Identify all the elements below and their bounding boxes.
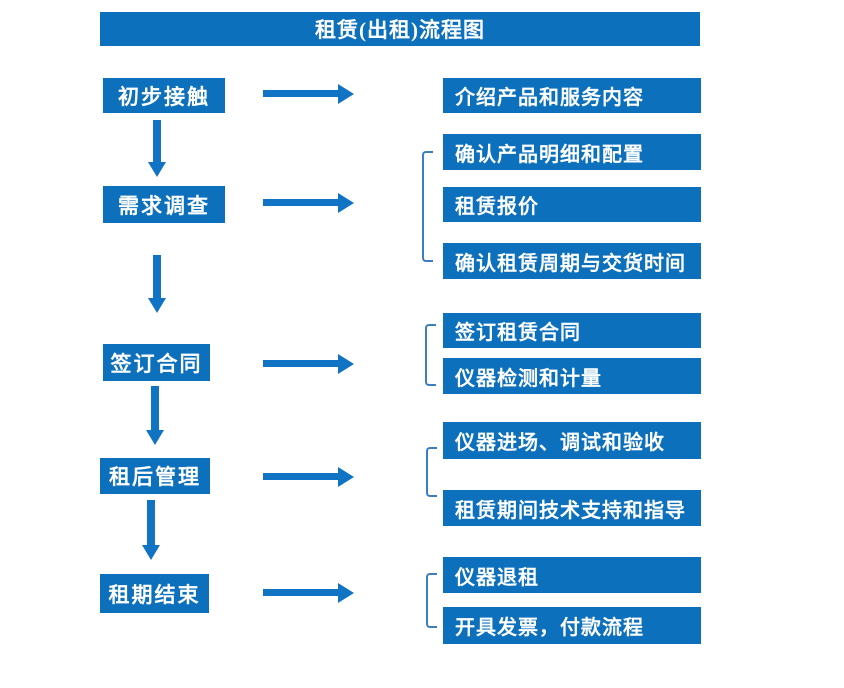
- group-bracket-lease-end: [426, 573, 437, 628]
- step-post-rental-management: 租后管理: [100, 458, 210, 494]
- title-bar: 租赁(出租)流程图: [100, 12, 700, 46]
- output-box: 介绍产品和服务内容: [443, 78, 701, 113]
- output-box: 仪器进场、调试和验收: [443, 422, 701, 459]
- output-box: 确认租赁周期与交货时间: [443, 243, 701, 279]
- output-box: 确认产品明细和配置: [443, 134, 701, 170]
- output-box: 签订租赁合同: [443, 313, 701, 348]
- right-arrow-4: [263, 473, 338, 480]
- group-bracket-sign-contract: [425, 324, 436, 386]
- right-arrow-5: [263, 589, 338, 596]
- down-arrow-4: [147, 500, 155, 545]
- down-arrow-1: [153, 120, 161, 162]
- output-box: 仪器检测和计量: [443, 358, 701, 394]
- right-arrow-1: [263, 90, 338, 97]
- down-arrow-2: [153, 255, 161, 298]
- group-bracket-post-rental: [426, 447, 437, 497]
- step-lease-end: 租期结束: [100, 574, 209, 613]
- output-box: 租赁期间技术支持和指导: [443, 490, 701, 526]
- right-arrow-3: [263, 360, 338, 367]
- step-demand-survey: 需求调查: [103, 186, 225, 223]
- output-box: 开具发票，付款流程: [443, 607, 701, 644]
- right-arrow-2: [263, 199, 338, 206]
- output-box: 仪器退租: [443, 557, 701, 593]
- step-sign-contract: 签订合同: [103, 344, 210, 381]
- down-arrow-3: [151, 386, 159, 430]
- page-title: 租赁(出租)流程图: [315, 18, 485, 42]
- output-box: 租赁报价: [443, 187, 701, 222]
- step-initial-contact: 初步接触: [103, 78, 225, 113]
- group-bracket-demand-survey: [422, 151, 433, 262]
